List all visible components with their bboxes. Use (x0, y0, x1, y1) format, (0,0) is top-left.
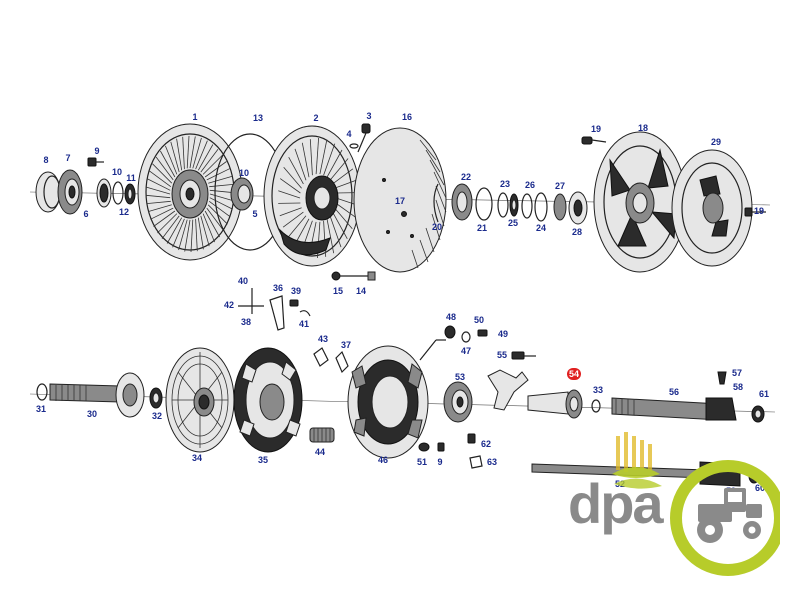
lever-parts-36-43 (238, 288, 349, 374)
callout-47: 47 (460, 346, 472, 356)
callout-22: 22 (460, 172, 472, 182)
callout-3: 3 (366, 111, 372, 121)
dpa-logo-graphic (612, 432, 786, 576)
callout-4: 4 (346, 129, 352, 139)
callout-25: 25 (507, 218, 519, 228)
callout-58: 58 (732, 382, 744, 392)
callout-43: 43 (317, 334, 329, 344)
callout-49: 49 (497, 329, 509, 339)
callout-44: 44 (314, 447, 326, 457)
part-3-bolt (349, 123, 371, 153)
callout-51: 51 (416, 457, 428, 467)
callout-46: 46 (377, 455, 389, 465)
callout-29: 29 (710, 137, 722, 147)
wheat-icon (616, 432, 652, 472)
callout-38: 38 (240, 317, 252, 327)
callout-63: 63 (486, 457, 498, 467)
callout-14: 14 (355, 286, 367, 296)
callout-48: 48 (445, 312, 457, 322)
callout-6: 6 (83, 209, 89, 219)
part-2-impeller (263, 125, 361, 267)
part-5-hub (230, 177, 254, 211)
callout-27: 27 (554, 181, 566, 191)
part-30-shaft (36, 372, 163, 418)
part-18-housing (581, 131, 687, 273)
callout-53: 53 (454, 372, 466, 382)
callout-18: 18 (637, 123, 649, 133)
callout-8: 8 (43, 155, 49, 165)
callout-9: 9 (94, 146, 100, 156)
callout-61: 61 (758, 389, 770, 399)
callout-28: 28 (571, 227, 583, 237)
part-1-turbine (137, 123, 243, 261)
callout-33: 33 (592, 385, 604, 395)
callout-32: 32 (151, 411, 163, 421)
callout-54: 54 (566, 368, 582, 380)
part-46-housing (347, 339, 446, 459)
callout-19: 19 (753, 206, 765, 216)
callout-39: 39 (290, 286, 302, 296)
callout-42: 42 (223, 300, 235, 310)
part-34-clutch-disc (165, 347, 235, 453)
part-14-bolt (331, 271, 376, 281)
callout-10: 10 (238, 168, 250, 178)
part-8-cap (35, 171, 61, 213)
part-54-sleeve (527, 389, 601, 419)
callout-41: 41 (298, 319, 310, 329)
callout-11: 11 (126, 173, 136, 183)
callout-55: 55 (496, 350, 508, 360)
callout-31: 31 (35, 404, 47, 414)
parts-20-22-bearing (433, 183, 493, 223)
callout-21: 21 (476, 223, 488, 233)
callout-12: 12 (118, 207, 130, 217)
callout-50: 50 (473, 315, 485, 325)
callout-9: 9 (437, 457, 443, 467)
part-53-bearing (443, 381, 473, 423)
callout-23: 23 (499, 179, 511, 189)
rings-10-11-12 (96, 178, 136, 208)
callout-36: 36 (272, 283, 284, 293)
logo-wordmark: dpa (568, 472, 664, 535)
parts-62-63 (467, 433, 483, 469)
callout-56: 56 (668, 387, 680, 397)
washers-23-27 (497, 191, 588, 225)
part-7-housing (57, 169, 83, 215)
callout-20: 20 (431, 222, 443, 232)
callout-60: 60 (754, 483, 766, 493)
callout-34: 34 (191, 453, 203, 463)
callout-24: 24 (535, 223, 547, 233)
callout-7: 7 (65, 153, 71, 163)
callout-1: 1 (192, 112, 198, 122)
dpa-logo: dpa (560, 430, 786, 590)
callout-16: 16 (401, 112, 413, 122)
callout-40: 40 (237, 276, 249, 286)
leaf-icon (612, 467, 660, 478)
callout-37: 37 (340, 340, 352, 350)
callout-62: 62 (480, 439, 492, 449)
callout-57: 57 (731, 368, 743, 378)
part-16-disc (353, 127, 447, 273)
callout-35: 35 (257, 455, 269, 465)
callout-19: 19 (590, 124, 602, 134)
fasteners-47-51 (418, 325, 488, 452)
callout-26: 26 (524, 180, 536, 190)
callout-10: 10 (111, 167, 123, 177)
part-29-cover (671, 149, 766, 267)
part-9-bolt (87, 157, 104, 167)
callout-2: 2 (313, 113, 319, 123)
tractor-icon (697, 488, 762, 543)
part-44-spring (309, 427, 335, 443)
callout-5: 5 (252, 209, 258, 219)
part-56-shaft (611, 371, 765, 423)
part-55-fork (487, 351, 536, 411)
callout-30: 30 (86, 409, 98, 419)
callout-17: 17 (394, 196, 406, 206)
lower-assembly (29, 288, 776, 487)
upper-assembly (29, 123, 771, 281)
callout-13: 13 (252, 113, 264, 123)
callout-15: 15 (332, 286, 344, 296)
part-35-pressure-plate (233, 347, 303, 453)
